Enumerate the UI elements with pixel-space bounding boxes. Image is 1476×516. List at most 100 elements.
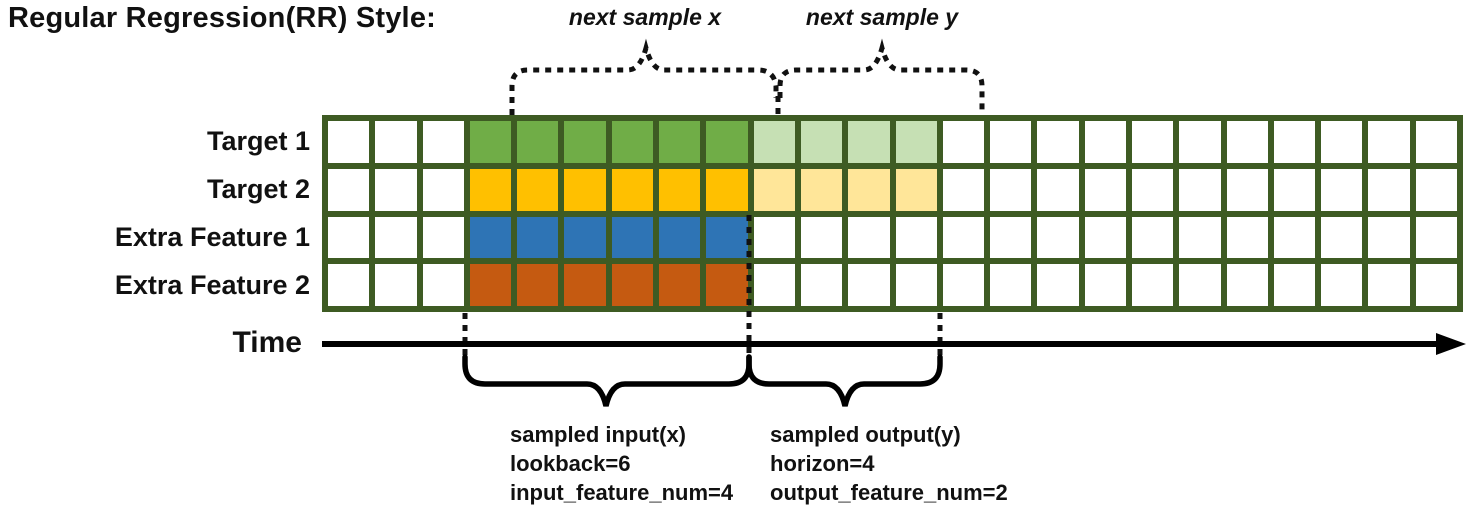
grid-cell	[328, 216, 370, 259]
grid-cell	[1273, 264, 1316, 306]
grid-cell	[753, 168, 795, 211]
grid-cell	[1415, 216, 1457, 259]
grid-cell	[706, 121, 748, 163]
next-sample-x-label: next sample x	[568, 4, 722, 30]
grid-cell	[1084, 121, 1126, 163]
grid-cell	[517, 264, 559, 306]
grid-cell	[1273, 168, 1316, 211]
grid-cell	[706, 168, 748, 211]
next-sample-y-label: next sample y	[805, 4, 959, 30]
grid-cell	[1037, 121, 1079, 163]
grid-cell	[1037, 264, 1079, 306]
grid-cell	[1226, 121, 1268, 163]
row-label: Target 1	[206, 126, 310, 157]
sampled-input-title: sampled input(x)	[510, 422, 687, 447]
grid-cell	[611, 168, 654, 211]
grid-cell	[659, 216, 701, 259]
grid-cell	[895, 216, 937, 259]
grid-cell	[564, 264, 606, 306]
grid-cell	[469, 216, 512, 259]
sampled-output-title: sampled output(y)	[770, 422, 961, 447]
grid-cell	[1415, 121, 1457, 163]
grid-cell	[1084, 264, 1126, 306]
sampled-output-annotation: sampled output(y) horizon=4 output_featu…	[770, 420, 1008, 507]
sampled-output-brace	[746, 354, 943, 407]
grid-cell	[1415, 168, 1457, 211]
grid-cell	[375, 168, 417, 211]
grid-cell	[1415, 264, 1457, 306]
grid-cell	[1321, 121, 1363, 163]
grid-cell	[422, 121, 464, 163]
grid-cell	[942, 121, 985, 163]
grid-cell	[659, 121, 701, 163]
grid-cell	[895, 264, 937, 306]
next-sample-x-brace	[509, 38, 779, 115]
sampled-input-brace	[462, 354, 752, 407]
grid-cell	[375, 264, 417, 306]
grid-cell	[1179, 264, 1221, 306]
grid-cell	[375, 216, 417, 259]
output-feature-num-value: output_feature_num=2	[770, 480, 1008, 505]
grid-cell	[1368, 216, 1410, 259]
lookback-value: lookback=6	[510, 451, 631, 476]
grid-cell	[895, 168, 937, 211]
grid-cell	[659, 264, 701, 306]
grid-cell	[422, 216, 464, 259]
grid-cell	[1368, 168, 1410, 211]
timeseries-grid	[322, 115, 1463, 312]
grid-cell	[990, 121, 1032, 163]
time-axis-label: Time	[232, 326, 302, 359]
row-label: Target 2	[206, 174, 310, 205]
grid-cell	[611, 216, 654, 259]
grid-cell	[328, 264, 370, 306]
grid-cell	[422, 264, 464, 306]
grid-cell	[848, 264, 890, 306]
grid-cell	[1084, 168, 1126, 211]
grid-cell	[753, 121, 795, 163]
grid-cell	[1084, 216, 1126, 259]
grid-cell	[1037, 216, 1079, 259]
grid-cell	[328, 121, 370, 163]
grid-cell	[1179, 121, 1221, 163]
grid-cell	[800, 216, 843, 259]
grid-cell	[1226, 216, 1268, 259]
grid-cell	[1226, 264, 1268, 306]
grid-cell	[1273, 121, 1316, 163]
grid-cell	[942, 168, 985, 211]
grid-cell	[800, 121, 843, 163]
grid-cell	[848, 216, 890, 259]
grid-cell	[517, 121, 559, 163]
grid-cell	[1321, 264, 1363, 306]
sampled-input-annotation: sampled input(x) lookback=6 input_featur…	[510, 420, 733, 507]
row-label: Extra Feature 1	[114, 221, 310, 252]
input-feature-num-value: input_feature_num=4	[510, 480, 734, 505]
horizon-value: horizon=4	[770, 451, 875, 476]
grid-cell	[706, 216, 748, 259]
grid-cell	[848, 168, 890, 211]
grid-cell	[1131, 264, 1174, 306]
grid-cell	[800, 264, 843, 306]
grid-cell	[517, 216, 559, 259]
grid-cell	[375, 121, 417, 163]
time-axis-arrowhead	[1436, 333, 1466, 355]
grid-cell	[753, 264, 795, 306]
grid-cell	[517, 168, 559, 211]
grid-cell	[611, 121, 654, 163]
grid-cell	[1368, 121, 1410, 163]
grid-cell	[564, 216, 606, 259]
grid-cell	[848, 121, 890, 163]
grid-cell	[990, 264, 1032, 306]
grid-cell	[706, 264, 748, 306]
grid-cell	[990, 168, 1032, 211]
grid-cell	[942, 264, 985, 306]
grid-cell	[800, 168, 843, 211]
grid-cell	[659, 168, 701, 211]
grid-cell	[1368, 264, 1410, 306]
grid-cell	[469, 264, 512, 306]
grid-cell	[1131, 168, 1174, 211]
grid-cell	[1226, 168, 1268, 211]
grid-cell	[1179, 216, 1221, 259]
grid-cell	[942, 216, 985, 259]
